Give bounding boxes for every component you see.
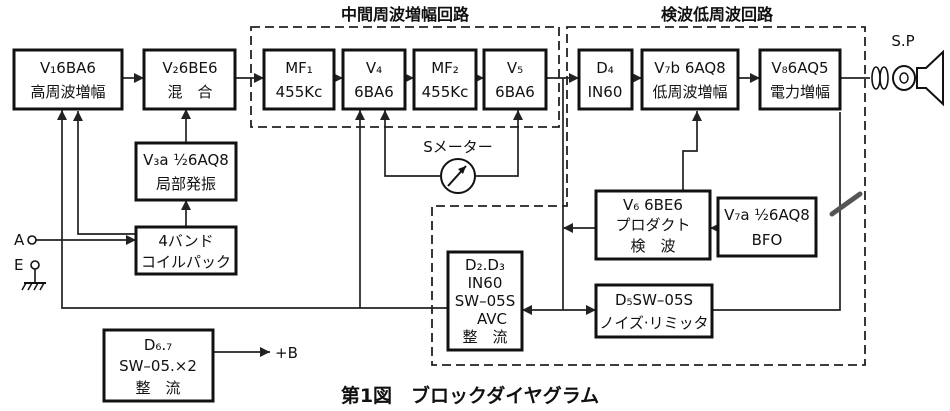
- antenna-label: A: [14, 231, 25, 249]
- svg-text:V₂6BE6: V₂6BE6: [162, 59, 217, 77]
- block-v2: V₂6BE6 混 合: [142, 48, 237, 111]
- block-d4: D₄ IN60: [577, 48, 634, 111]
- svg-text:V₈6AQ5: V₈6AQ5: [771, 59, 828, 77]
- svg-text:V₅: V₅: [507, 59, 523, 77]
- plus-b-label: +B: [275, 344, 298, 362]
- svg-text:IN60: IN60: [588, 83, 623, 101]
- detector-group: [431, 26, 866, 366]
- ground-icon: [21, 282, 46, 291]
- svg-text:低周波増幅: 低周波増幅: [652, 83, 727, 101]
- svg-text:6BA6: 6BA6: [354, 83, 394, 101]
- block-v6: V₆ 6BE6 プロダクト 検 波: [594, 189, 712, 261]
- svg-text:局部発振: 局部発振: [156, 175, 216, 193]
- svg-text:検 波: 検 波: [630, 237, 675, 255]
- earth-terminal: [30, 260, 40, 270]
- block-d2-d3: D₂.D₃ IN60 SW–05S AVC 整 流: [446, 250, 524, 352]
- svg-text:V₃a ½6AQ8: V₃a ½6AQ8: [143, 151, 229, 169]
- block-mf2: MF₂ 455Kc: [412, 48, 478, 111]
- block-v8: V₈6AQ5 電力増幅: [758, 48, 842, 111]
- earth-label: E: [14, 256, 23, 274]
- s-meter-gauge: [440, 158, 476, 194]
- svg-text:SW–05.×2: SW–05.×2: [119, 357, 197, 375]
- svg-text:V₇b 6AQ8: V₇b 6AQ8: [654, 59, 725, 77]
- svg-text:MF₁: MF₁: [285, 59, 313, 77]
- svg-text:V₄: V₄: [366, 59, 382, 77]
- svg-text:455Kc: 455Kc: [422, 83, 469, 101]
- svg-text:ノイズ·リミッタ: ノイズ·リミッタ: [599, 314, 708, 332]
- svg-text:IN60: IN60: [468, 274, 503, 292]
- svg-text:V₇a ½6AQ8: V₇a ½6AQ8: [724, 206, 810, 224]
- svg-text:V₆ 6BE6: V₆ 6BE6: [623, 196, 683, 214]
- svg-text:V₁6BA6: V₁6BA6: [40, 59, 96, 77]
- speaker-icon: [871, 49, 944, 107]
- svg-text:SW–05S: SW–05S: [455, 292, 515, 310]
- wires: [34, 77, 870, 353]
- svg-text:D₅SW–05S: D₅SW–05S: [615, 291, 693, 309]
- svg-text:プロダクト: プロダクト: [615, 216, 690, 234]
- svg-text:電力増幅: 電力増幅: [770, 83, 830, 101]
- svg-text:整 流: 整 流: [462, 328, 507, 346]
- figure-caption: 第1図 ブロックダイヤグラム: [341, 384, 599, 407]
- speaker-label: S.P: [891, 32, 914, 50]
- block-v7b: V₇b 6AQ8 低周波増幅: [640, 48, 740, 111]
- block-mf1: MF₁ 455Kc: [262, 48, 336, 111]
- block-v7a: V₇a ½6AQ8 BFO: [716, 196, 818, 258]
- svg-text:D₆.₇: D₆.₇: [144, 336, 172, 354]
- svg-text:混 合: 混 合: [167, 83, 212, 101]
- svg-text:455Kc: 455Kc: [276, 83, 323, 101]
- block-d6-d7: D₆.₇ SW–05.×2 整 流: [102, 328, 215, 403]
- s-meter-label: Sメーター: [423, 138, 493, 156]
- block-v1: V₁6BA6 高周波増幅: [12, 48, 124, 111]
- block-v5: V₅ 6BA6: [482, 48, 548, 111]
- svg-text:MF₂: MF₂: [431, 59, 459, 77]
- antenna-terminal: [27, 235, 37, 245]
- block-v4: V₄ 6BA6: [341, 48, 407, 111]
- detector-group-title: 検波低周波回路: [661, 5, 774, 24]
- svg-text:BFO: BFO: [752, 231, 783, 249]
- svg-text:コイルパック: コイルパック: [141, 253, 231, 271]
- block-d5: D₅SW–05S ノイズ·リミッタ: [594, 283, 714, 339]
- svg-text:4バンド: 4バンド: [158, 232, 213, 250]
- block-v3: V₃a ½6AQ8 局部発振: [134, 141, 238, 202]
- svg-text:D₂.D₃: D₂.D₃: [465, 256, 505, 274]
- svg-text:AVC: AVC: [477, 310, 507, 328]
- svg-text:整 流: 整 流: [135, 379, 180, 397]
- if-amp-group: [250, 26, 560, 128]
- svg-text:高周波増幅: 高周波増幅: [30, 83, 105, 101]
- svg-text:6BA6: 6BA6: [495, 83, 535, 101]
- block-coil-pack: 4バンド コイルパック: [134, 225, 238, 276]
- if-amp-group-title: 中間周波増幅回路: [341, 5, 470, 24]
- svg-text:D₄: D₄: [596, 59, 614, 77]
